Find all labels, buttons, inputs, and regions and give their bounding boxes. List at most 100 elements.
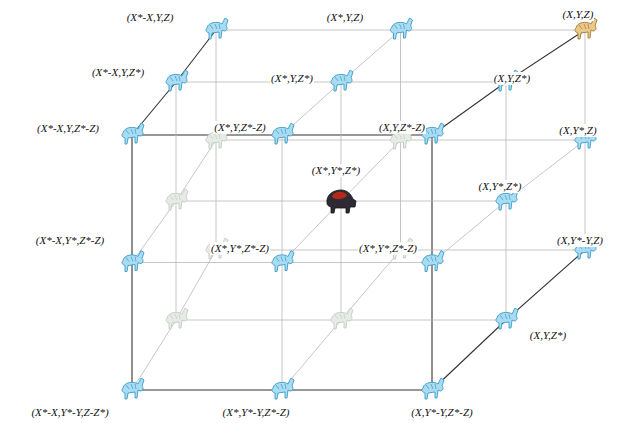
goat-icon: [122, 378, 144, 399]
lattice-line: [131, 135, 132, 263]
lattice-line: [216, 30, 401, 31]
coordinate-label: (X*,Y*-Y,Z*-Z): [222, 406, 291, 419]
lattice-line: [132, 389, 282, 390]
lattice-line: [176, 82, 341, 83]
lattice-line: [431, 135, 432, 263]
lattice-line: [506, 201, 507, 320]
fur-stroke: [170, 314, 180, 319]
animal-body: [206, 18, 228, 39]
coordinate-label: (X*,Y,Z): [326, 11, 364, 24]
lattice-line: [132, 262, 282, 263]
goat-icon: [422, 251, 444, 272]
fur-stroke: [426, 129, 436, 134]
coordinate-label: (X*,Y*,Z*-Z): [210, 242, 270, 255]
lattice-line: [341, 82, 342, 201]
fur-stroke: [579, 24, 589, 29]
fur-stroke: [500, 195, 510, 200]
goat-icon: [122, 251, 144, 272]
goat-icon: [496, 308, 518, 329]
lattice-line: [401, 250, 586, 251]
coordinate-label: (X*,Y,Z*): [270, 72, 314, 85]
fur-stroke: [395, 24, 405, 29]
fur-stroke: [335, 314, 345, 319]
fur-stroke: [395, 134, 405, 139]
coordinate-label: (X*,Y*,Z*): [311, 164, 361, 177]
lattice-line: [282, 135, 283, 263]
animal-body: [122, 378, 144, 399]
fur-stroke: [426, 384, 436, 389]
coordinate-label: (X*,Y*,Z*-Z): [358, 242, 418, 255]
lattice-line: [341, 320, 506, 321]
fur-stroke: [500, 314, 510, 319]
animal-body: [331, 70, 353, 91]
lattice-line: [132, 320, 176, 390]
lattice-line: [176, 320, 341, 321]
animal-body: [122, 123, 144, 144]
coordinate-label: (X*-X,Y,Z*): [91, 66, 145, 79]
fur-stroke: [426, 257, 436, 262]
animal-body: [272, 123, 294, 144]
fur-stroke: [210, 24, 220, 29]
lattice-line: [131, 263, 132, 391]
lattice-line: [341, 201, 506, 202]
animal-body: [166, 70, 188, 91]
fur-stroke: [276, 384, 286, 389]
goat-icon: [206, 18, 228, 39]
lattice-line: [282, 389, 432, 390]
goat-icon: [272, 378, 294, 399]
animal-body: [422, 251, 444, 272]
fur-stroke: [126, 129, 136, 134]
animal-body: [122, 251, 144, 272]
coordinate-label: (X,Y*-Y,Z): [556, 234, 604, 247]
animal-body: [272, 378, 294, 399]
coordinate-label: (X*-X,Y,Z): [126, 11, 175, 24]
coordinate-label: (X*,Y,Z*-Z): [213, 121, 267, 134]
lattice-line: [282, 263, 283, 391]
lattice-line: [176, 250, 216, 320]
lattice-lines: [132, 30, 585, 390]
goat-icon: [331, 70, 353, 91]
fur-stroke: [170, 76, 180, 81]
fur-stroke: [276, 257, 286, 262]
lattice-line: [176, 201, 177, 320]
goat-icon: [272, 123, 294, 144]
fur-stroke: [335, 76, 345, 81]
coordinate-label: (X,Y*,Z*): [478, 180, 523, 193]
bison-hump: [332, 192, 347, 199]
animal-icons: [122, 18, 597, 399]
fur-stroke: [126, 384, 136, 389]
lattice-line: [282, 262, 432, 263]
coordinate-label: (X,Y*-Y,Z*-Z): [410, 406, 473, 419]
lattice-line: [176, 82, 177, 201]
bison-icon: [327, 190, 356, 213]
animal-body: [166, 308, 188, 329]
lattice-line: [176, 201, 341, 202]
animal-body: [422, 378, 444, 399]
goat-icon: [272, 251, 294, 272]
coordinate-label: (X,Y,Z*-Z): [378, 121, 426, 134]
goat-icon: [575, 18, 597, 39]
lattice-line: [401, 30, 586, 31]
lattice-line: [341, 82, 506, 83]
goat-icon: [166, 308, 188, 329]
animal-body: [496, 308, 518, 329]
coordinate-label: (X*-X,Y*,Z*-Z): [35, 234, 105, 247]
goat-icon: [422, 378, 444, 399]
fur-stroke: [210, 134, 220, 139]
lattice-line: [400, 140, 401, 250]
goat-icon: [390, 18, 412, 39]
coordinate-label: (X,Y,Z*): [529, 329, 567, 342]
coordinate-label: (X,Y,Z): [562, 8, 595, 21]
goat-icon: [166, 189, 188, 210]
animal-body: [272, 251, 294, 272]
lattice-line: [132, 134, 282, 135]
coordinate-label: (X*-X,Y*-Y,Z-Z*): [30, 406, 109, 419]
goat-icon: [331, 308, 353, 329]
fur-stroke: [276, 129, 286, 134]
lattice-line: [216, 140, 401, 141]
coordinate-label: (X,Y,Z*): [493, 72, 531, 85]
animal-body: [166, 189, 188, 210]
bison-body: [327, 190, 356, 213]
goat-icon: [166, 70, 188, 91]
